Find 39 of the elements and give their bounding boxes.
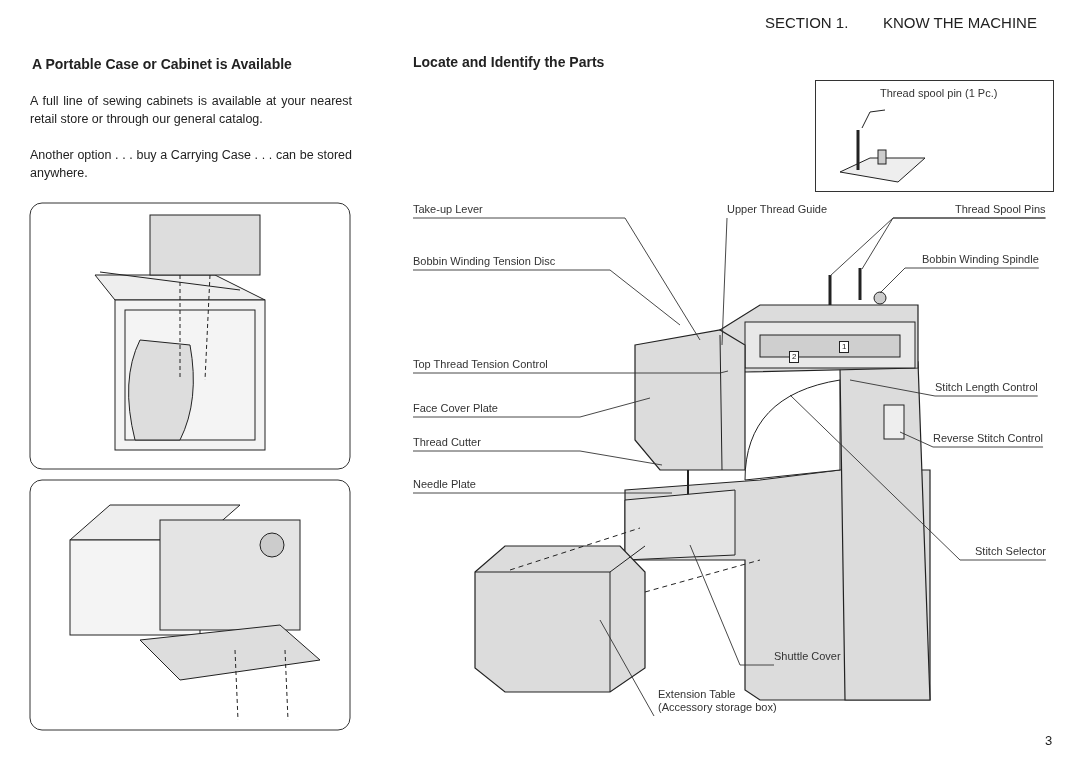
part-label: Thread spool pin (1 Pc.) [880, 87, 998, 100]
leader-line [412, 370, 729, 374]
leader-line [721, 217, 728, 346]
section-heading: A Portable Case or Cabinet is Available [32, 56, 292, 72]
part-label: Face Cover Plate [413, 402, 498, 415]
leader-line [789, 394, 1047, 561]
part-label: Extension Table (Accessory storage box) [658, 688, 788, 714]
part-label: Take-up Lever [413, 203, 483, 216]
leader-line [412, 492, 673, 494]
body-paragraph: Another option . . . buy a Carrying Case . . . can be stored anywhere. [30, 147, 352, 182]
leader-line [412, 269, 681, 326]
leader-line [689, 544, 775, 666]
inset-panel [815, 80, 1054, 192]
leader-line [849, 379, 1039, 397]
leader-line [879, 267, 1040, 294]
page-number: 3 [1045, 733, 1053, 748]
part-label: Shuttle Cover [774, 650, 841, 663]
dial-number: 2 [789, 351, 800, 363]
part-label: Stitch Length Control [935, 381, 1038, 394]
leader-line [899, 431, 1044, 448]
part-label: Needle Plate [413, 478, 476, 491]
dial-number: 1 [839, 341, 850, 353]
section-title: KNOW THE MACHINE [883, 14, 1037, 31]
body-paragraph: A full line of sewing cabinets is available at your nearest retail store or through our general catalog. [30, 93, 352, 128]
section-heading: Locate and Identify the Parts [413, 54, 605, 70]
leader-line [412, 397, 651, 418]
part-label: Upper Thread Guide [727, 203, 828, 216]
leader-line [412, 450, 663, 466]
part-label: Bobbin Winding Tension Disc [413, 255, 556, 268]
part-label: Thread Cutter [413, 436, 481, 449]
part-label: Bobbin Winding Spindle [922, 253, 1039, 266]
part-label: Stitch Selector [975, 545, 1046, 558]
leader-line [412, 217, 701, 341]
part-label: Thread Spool Pins [955, 203, 1046, 216]
leader-line [599, 619, 655, 717]
leader-line [861, 217, 1046, 270]
part-label: Reverse Stitch Control [933, 432, 1044, 445]
section-number: SECTION 1. [765, 14, 849, 31]
part-label: Top Thread Tension Control [413, 358, 548, 371]
